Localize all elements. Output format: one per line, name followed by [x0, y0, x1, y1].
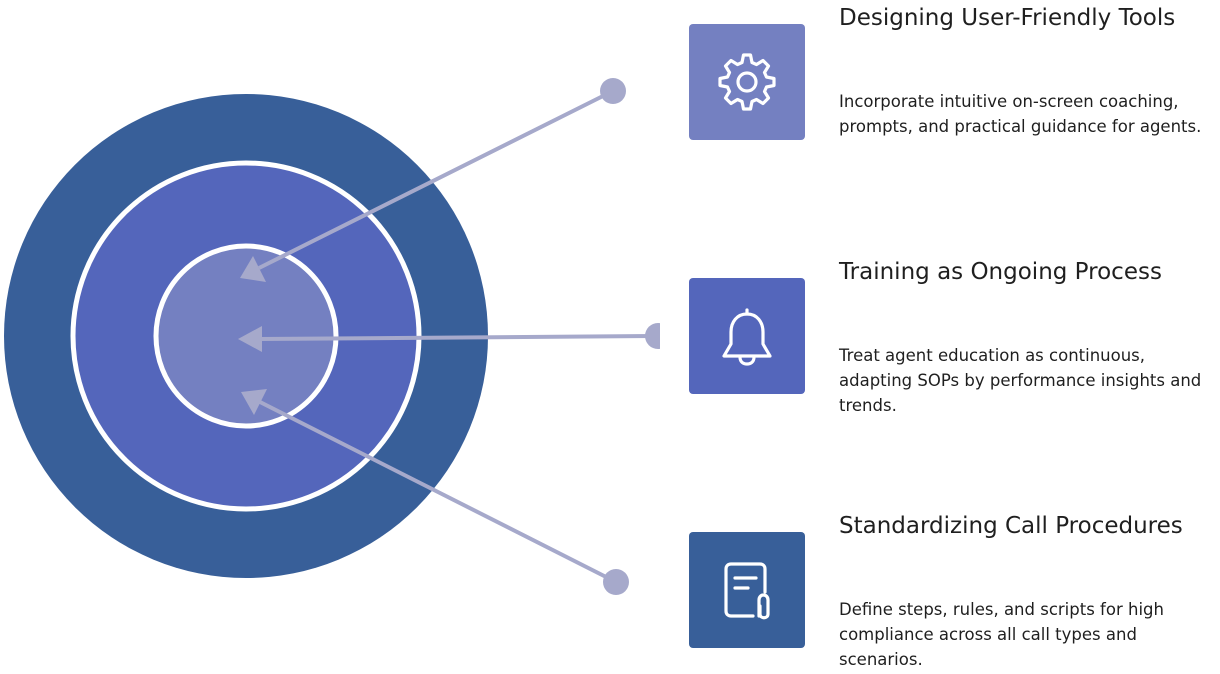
item-title-designing-tools: Designing User-Friendly Tools [839, 5, 1176, 31]
bell-icon-box [689, 278, 805, 394]
item-description-designing-tools: Incorporate intuitive on-screen coaching… [839, 92, 1202, 136]
arrow-standardizing-procedures [241, 389, 629, 595]
item-description-training-process: Treat agent education as continuous, ada… [839, 346, 1202, 415]
item-description-standardizing-procedures: Define steps, rules, and scripts for hig… [839, 600, 1164, 669]
bell-icon [722, 308, 772, 366]
arrow-designing-tools [240, 78, 626, 282]
document-clip-icon [724, 562, 770, 620]
item-title-standardizing-procedures: Standardizing Call Procedures [839, 513, 1183, 539]
gear-icon-box [689, 24, 805, 140]
concentric-target-diagram [4, 78, 660, 595]
arrow-training-process [238, 323, 660, 352]
gear-icon [718, 53, 776, 111]
item-title-training-process: Training as Ongoing Process [839, 259, 1162, 285]
document-clip-icon-box [689, 532, 805, 648]
